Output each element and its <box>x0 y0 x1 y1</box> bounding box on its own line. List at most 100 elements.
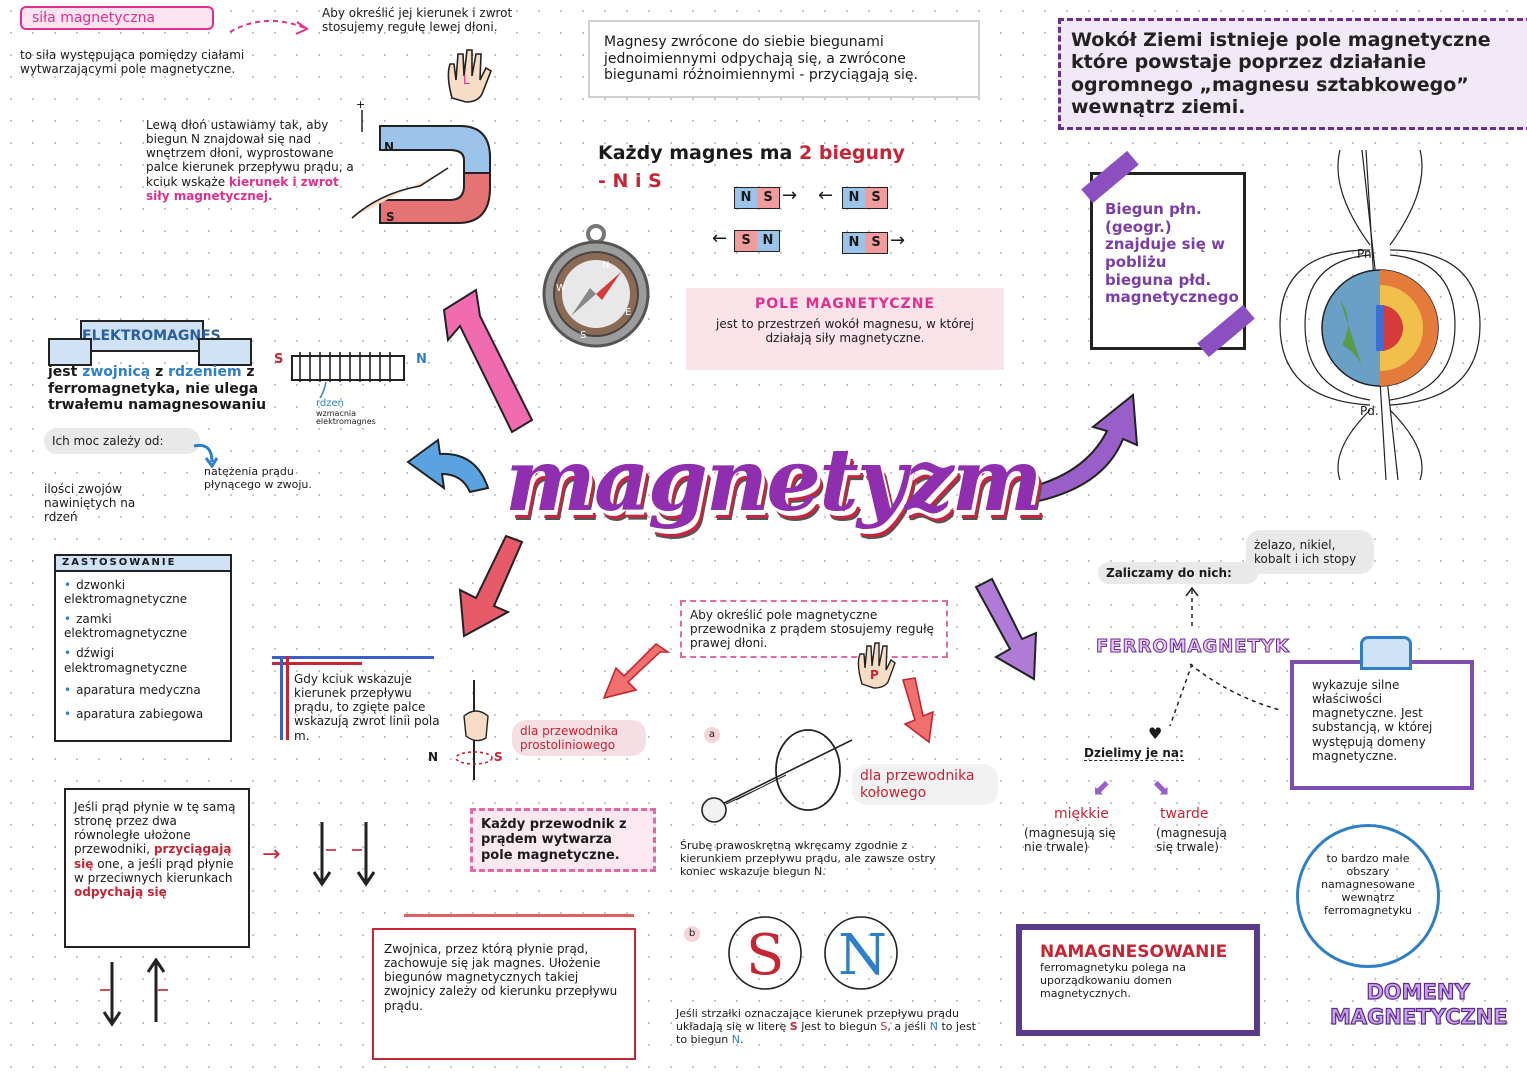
rule-text: Lewą dłoń ustawiamy tak, aby biegun N zn… <box>146 118 356 203</box>
arrow-right-icon: → <box>782 185 798 206</box>
rule-intro: Aby określić jej kierunek i zwrot stosuj… <box>322 6 513 35</box>
pole-s: S <box>865 188 887 208</box>
right-hand-icon <box>857 642 896 689</box>
magnet-pair-1b: N S <box>842 187 888 209</box>
pole-s: S <box>735 231 757 251</box>
pole-text: jest to przestrzeń wokół magnesu, w któr… <box>716 316 974 345</box>
letter-S-circle-icon: S <box>728 916 802 990</box>
rdzen-note: wzmacnia elektromagnes <box>316 409 376 426</box>
prawa-dlon-P: P <box>870 668 879 682</box>
kciuk-S: S <box>494 750 503 764</box>
screw-ring-icon <box>701 729 853 823</box>
strzalki-S: S <box>789 1019 798 1033</box>
bieguny-text: Każdy magnes ma <box>598 142 793 164</box>
pole-s: S <box>757 188 779 208</box>
wykazuje-box: wykazuje silne właściwości magnetyczne. … <box>1290 660 1474 790</box>
banner-left-tail <box>48 338 92 366</box>
magnet-pair-2a: S N <box>734 230 780 252</box>
examples-cloud: żelazo, nikiel, kobalt i ich stopy <box>1246 530 1374 575</box>
rownolegle-odpychaja: odpychają się <box>74 884 167 899</box>
domeny-circle: to bardzo małe obszary namagnesowane wew… <box>1296 824 1440 968</box>
bieguny-count: 2 <box>799 142 813 164</box>
label-b: b <box>684 926 700 942</box>
magnet-N-label: N <box>384 140 395 154</box>
strzalki-d: to jest to biegun <box>676 1019 976 1046</box>
curved-arrow-icon <box>193 443 219 469</box>
zastosowanie-item: aparatura zabiegowa <box>56 699 230 723</box>
svg-text:N: N <box>838 923 887 988</box>
arrow-left-icon: ← <box>712 228 728 249</box>
zastosowanie-item: aparatura medyczna <box>56 677 230 699</box>
def-e: z ferromagnetyka, nie ulega trwałemu nam… <box>48 364 267 414</box>
rownolegle-box: Jeśli prąd płynie w tę samą stronę przez… <box>64 788 250 948</box>
parallel-wires-attract-icon <box>312 822 376 887</box>
kciuk-vline-red <box>286 656 289 740</box>
coil-S-label: S <box>274 352 284 367</box>
strzalki-N2: N <box>731 1032 741 1046</box>
sila-definition: to siła występująca pomiędzy ciałami wyt… <box>20 48 245 77</box>
def-b: zwojnicą <box>82 364 151 380</box>
zaliczamy-cloud: Zaliczamy do nich: <box>1098 562 1258 585</box>
strzalki-S2: S <box>880 1019 888 1033</box>
rule-text-main: Lewą dłoń ustawiamy tak, aby biegun N zn… <box>146 118 354 189</box>
rownolegle-przyciagaja: przyciągają się <box>74 842 232 871</box>
strzalki-c: , a jeśli <box>887 1019 927 1033</box>
sila-tag: siła magnetyczna <box>20 6 214 30</box>
domeny-circle-text: to bardzo małe obszary namagnesowane wew… <box>1321 852 1415 917</box>
biegun-box: Biegun płn. (geogr.) znajduje się w pobl… <box>1090 172 1246 350</box>
svg-text:+: + <box>356 98 365 111</box>
rdzen-label: rdzeń <box>316 398 345 409</box>
zaliczamy-text: Zaliczamy do nich: <box>1106 566 1232 580</box>
magnet-S-label: S <box>386 210 395 224</box>
bieguny-word: bieguny <box>818 142 905 164</box>
banner-right-tail <box>198 338 252 366</box>
magnet-pair-2b: N S <box>842 232 888 254</box>
arrow-right-icon: → <box>890 230 906 251</box>
prawa-dlon-text: Aby określić pole magnetyczne przewodnik… <box>690 608 934 651</box>
svg-text:S: S <box>746 923 784 988</box>
letter-N-circle-icon: N <box>824 916 898 990</box>
dzielimy-label: Dzielimy je na: <box>1084 746 1184 762</box>
svg-text:L: L <box>463 73 470 87</box>
twarde-label: twarde <box>1160 806 1209 822</box>
label-a: a <box>704 727 720 743</box>
strzalki-b: jest to biegun <box>801 1019 877 1033</box>
purple-arrow-icon <box>1021 393 1139 505</box>
sruba-text: Śrubę prawoskrętną wkręcamy zgodnie z ki… <box>680 839 936 878</box>
purple-down-arrow-icon: ⬋ <box>1092 776 1111 801</box>
kazdy-przewodnik-text: Każdy przewodnik z prądem wytwarza pole … <box>481 817 627 863</box>
pole-title: POLE MAGNETYCZNE <box>755 296 935 312</box>
arrow-right-icon: → <box>262 842 281 867</box>
pole-n: N <box>757 231 779 251</box>
pole-s: S <box>865 233 887 253</box>
earth-field-icon <box>1279 150 1481 480</box>
compass-S: S <box>580 330 587 341</box>
compass-W: W <box>556 283 566 294</box>
namagnesowanie-title: NAMAGNESOWANIE <box>1040 942 1228 962</box>
notepad-rings <box>404 914 634 937</box>
factor-2: natężenia prądu płynącego w zwoju. <box>204 465 312 491</box>
blue-arrow-icon <box>406 438 490 494</box>
strzalki-a: Jeśli strzałki oznaczające kierunek prze… <box>676 1007 959 1033</box>
def-d: rdzeniem <box>168 364 242 380</box>
kciuk-N: N <box>428 750 439 764</box>
clipboard-clip-icon <box>1360 636 1412 670</box>
pole-box: POLE MAGNETYCZNE jest to przestrzeń wokó… <box>686 288 1004 370</box>
strzalki-text: Jeśli strzałki oznaczające kierunek prze… <box>676 1007 976 1046</box>
kciuk-vline <box>280 656 283 740</box>
zastosowanie-item: dzwonki elektromagnetyczne <box>56 572 230 608</box>
zwojnica-box: Zwojnica, przez którą płynie prąd, zacho… <box>372 928 636 1060</box>
bieguny-line2: - N i S <box>598 170 662 192</box>
kazdy-przewodnik-box: Każdy przewodnik z prądem wytwarza pole … <box>470 808 656 872</box>
namagnesowanie-box: NAMAGNESOWANIE ferromagnetyku polega na … <box>1016 924 1260 1036</box>
ferro-title: FERROMAGNETYK <box>1096 636 1290 658</box>
prostoliniowy-label: dla przewodnika prostoliniowego <box>512 720 646 757</box>
elektromagnes-banner: ELEKTROMAGNES <box>80 320 221 352</box>
factor-1: ilości zwojów nawiniętych na rdzeń <box>44 482 136 525</box>
kciuk-lines <box>272 656 434 659</box>
ziemia-box: Wokół Ziemi istnieje pole magnetyczne kt… <box>1058 18 1527 130</box>
domeny-title: DOMENY MAGNETYCZNE <box>1329 979 1508 1030</box>
def-a: jest <box>48 364 78 380</box>
label-b-text: b <box>688 928 696 939</box>
coral-arrow-2-icon <box>901 677 934 744</box>
